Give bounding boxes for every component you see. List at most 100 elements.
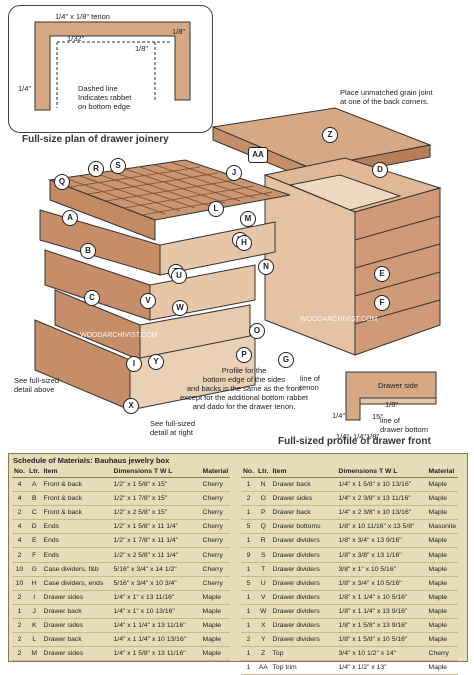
- cell-item: Case dividers, f&b: [41, 562, 112, 577]
- cell-no: 1: [12, 604, 27, 619]
- cell-material: Cherry: [200, 533, 231, 549]
- watermark-left: WOODARCHIVIST.COM: [80, 332, 158, 339]
- cell-material: Maple: [426, 576, 459, 591]
- cell-ltr: L: [26, 632, 42, 648]
- cell-no: 5: [241, 519, 256, 535]
- cell-ltr: A: [26, 477, 42, 493]
- part-label-r: R: [88, 161, 104, 177]
- cell-dims: 1/2" x 1 5/8" x 11 1/4": [111, 519, 201, 535]
- cell-no: 1: [241, 590, 256, 605]
- inset-dim-1-4: 1/4": [18, 84, 32, 93]
- cell-dims: 1/2" x 2 5/8" x 11 1/4": [111, 547, 201, 563]
- part-label-n: N: [258, 259, 274, 275]
- cell-material: Cherry: [200, 491, 231, 507]
- cell-dims: 1/8" x 10 11/16" x 13 5/8": [336, 519, 427, 535]
- schedule-table-left: No. Ltr. Item Dimensions T W L Material …: [12, 466, 231, 662]
- cell-dims: 1/4" x 2 3/8" x 13 11/16": [336, 491, 427, 507]
- cell-item: Ends: [41, 533, 112, 549]
- cell-no: 1: [241, 477, 256, 493]
- cell-ltr: C: [26, 505, 42, 521]
- exploded-diagram: 1/4" x 1/8" tenon 1/32" 1/8" 1/8" 1/4" D…: [8, 5, 442, 447]
- col-item: Item: [270, 466, 337, 478]
- cell-item: Drawer back: [41, 632, 112, 648]
- col-ltr: Ltr.: [255, 466, 271, 478]
- cell-dims: 5/16" x 3/4" x 10 3/4": [111, 576, 201, 591]
- cell-dims: 1/4" x 1 5/8" x 13 11/16": [111, 646, 201, 662]
- cell-dims: 1/8" x 3/4" x 13 9/16": [336, 533, 427, 549]
- cell-no: 2: [12, 632, 27, 648]
- cell-item: Drawer sides: [41, 590, 112, 605]
- cell-item: Drawer bottoms: [270, 519, 337, 535]
- cell-material: Maple: [426, 505, 459, 521]
- cell-ltr: J: [26, 604, 42, 619]
- cell-no: 2: [12, 646, 27, 662]
- cell-no: 2: [12, 547, 27, 563]
- watermark-right: WOODARCHIVIST.COM: [300, 316, 378, 323]
- schedule-right-column: No. Ltr. Item Dimensions T W L Material …: [241, 466, 459, 675]
- part-label-x: X: [123, 398, 139, 414]
- cell-no: 1: [241, 660, 256, 675]
- profile-note: Profile for the bottom edge of the sides…: [180, 366, 308, 411]
- profile-dim-1-8-b: 1/8": [366, 432, 380, 441]
- cell-material: Cherry: [200, 505, 231, 521]
- cell-ltr: Z: [255, 646, 271, 662]
- cell-no: 5: [241, 576, 256, 591]
- cell-item: Drawer sides: [270, 491, 337, 507]
- cell-material: Maple: [200, 590, 231, 605]
- part-label-f: F: [374, 295, 390, 311]
- part-label-m: M: [240, 211, 256, 227]
- cell-ltr: B: [26, 491, 42, 507]
- cell-item: Top: [270, 646, 337, 662]
- part-label-i: I: [126, 356, 142, 372]
- cell-dims: 1/4" x 1 5/8" x 10 13/16": [336, 477, 427, 493]
- tray-front: [49, 179, 156, 241]
- schedule-title: Schedule of Materials: Bauhaus jewelry b…: [13, 456, 170, 465]
- cell-ltr: X: [255, 618, 271, 634]
- cell-no: 1: [241, 604, 256, 619]
- profile-line-tenon: line of tenon: [300, 374, 321, 392]
- cell-no: 10: [12, 562, 27, 577]
- joinery-lines: [34, 21, 191, 111]
- cell-no: 2: [12, 590, 27, 605]
- part-label-o: O: [249, 323, 265, 339]
- drawer-stack: [34, 209, 276, 411]
- cell-material: Maple: [200, 646, 231, 662]
- col-material: Material: [200, 466, 231, 478]
- cell-material: Cherry: [426, 646, 459, 662]
- profile-dim-1-4-left: 1/4": [332, 411, 346, 420]
- cell-item: Drawer dividers: [270, 590, 337, 605]
- part-label-b: B: [80, 243, 96, 259]
- cell-no: 2: [241, 632, 256, 648]
- cell-item: Drawer dividers: [270, 562, 337, 577]
- part-label-v: V: [140, 293, 156, 309]
- col-ltr: Ltr.: [26, 466, 42, 478]
- col-item: Item: [41, 466, 112, 478]
- part-label-c: C: [84, 290, 100, 306]
- profile-dim-1-4-b2: 1/4": [353, 432, 367, 441]
- cell-ltr: R: [255, 533, 271, 549]
- diagram-drawing: [34, 21, 442, 421]
- cell-item: Front & back: [41, 505, 112, 521]
- cell-ltr: G: [26, 562, 42, 577]
- cell-item: Drawer dividers: [270, 632, 337, 648]
- col-dims: Dimensions T W L: [111, 466, 201, 478]
- cell-no: 2: [12, 505, 27, 521]
- cell-ltr: W: [255, 604, 271, 619]
- cell-dims: 1/2" x 1 5/8" x 15": [111, 477, 201, 493]
- cell-no: 4: [12, 491, 27, 507]
- case-side: [354, 187, 441, 356]
- profile-detail: [345, 371, 437, 421]
